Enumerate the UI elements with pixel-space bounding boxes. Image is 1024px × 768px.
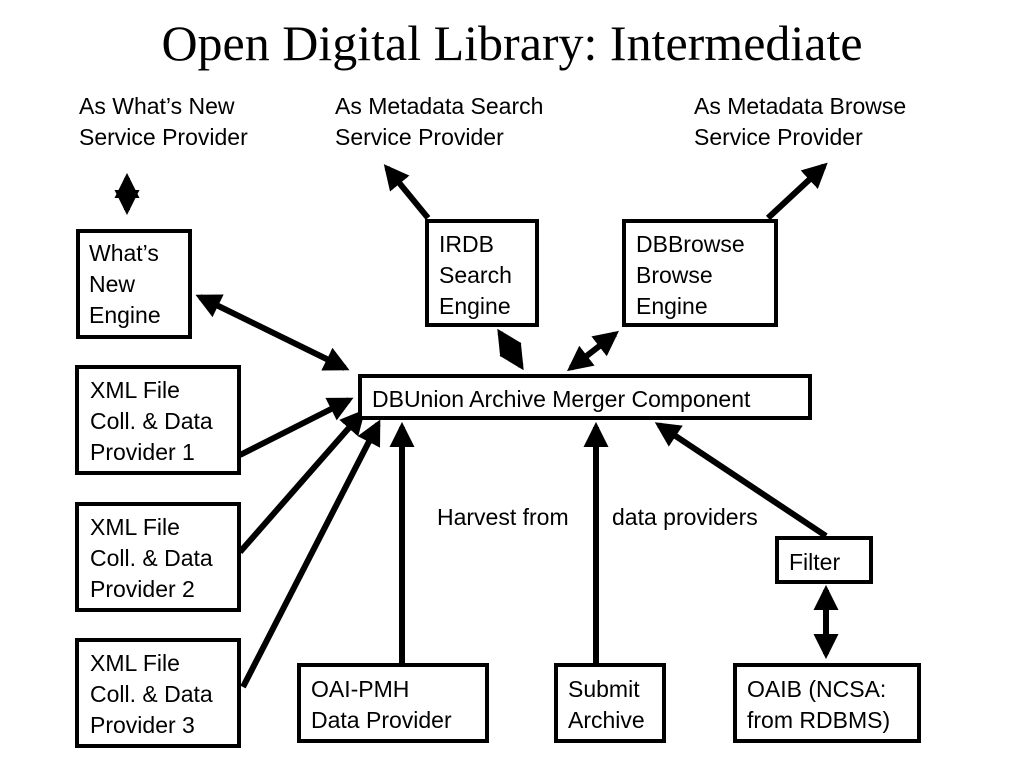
xml-provider-3-box: XML File Coll. & Data Provider 3 (75, 638, 241, 748)
label-line: As Metadata Browse (694, 93, 907, 119)
box-line: Coll. & Data (90, 408, 213, 434)
submit-archive-box: Submit Archive (554, 663, 666, 743)
arrow-dbbrowse-dbunion (567, 330, 619, 372)
harvest-from-label: Harvest from (437, 504, 569, 530)
box-line: Provider 3 (90, 712, 195, 738)
arrow-xml1-dbunion (238, 397, 354, 458)
box-line: from RDBMS) (747, 707, 891, 733)
box-line: What’s (89, 240, 159, 266)
box-line: XML File (90, 514, 180, 540)
box-line: XML File (90, 377, 180, 403)
arrow-xml3-dbunion (240, 419, 381, 689)
box-line: Engine (636, 293, 708, 319)
oai-pmh-provider-box: OAI-PMH Data Provider (297, 663, 489, 743)
xml-provider-2-box: XML File Coll. & Data Provider 2 (75, 502, 241, 612)
box-line: Provider 1 (90, 439, 195, 465)
dbunion-merger-box: DBUnion Archive Merger Component (358, 374, 812, 420)
box-line: DBBrowse (636, 231, 745, 257)
irdb-search-engine-box: IRDB Search Engine (425, 219, 539, 327)
box-line: OAIB (NCSA: (747, 676, 887, 702)
xml-provider-1-box: XML File Coll. & Data Provider 1 (75, 365, 241, 475)
arrow-dbbrowse-to-browse-service (765, 162, 828, 221)
box-line: Submit (568, 676, 640, 702)
box-line: Engine (89, 302, 161, 328)
dbbrowse-engine-box: DBBrowse Browse Engine (622, 219, 778, 327)
box-line: Data Provider (311, 707, 452, 733)
data-providers-label: data providers (612, 504, 758, 530)
box-line: IRDB (439, 231, 494, 257)
arrow-irdb-dbunion (497, 328, 524, 371)
label-metadata-browse-service: As Metadata Browse Service Provider (694, 91, 906, 153)
box-line: XML File (90, 650, 180, 676)
box-line: Search (439, 262, 512, 288)
label-line: Service Provider (694, 124, 863, 150)
oaib-ncsa-box: OAIB (NCSA: from RDBMS) (733, 663, 921, 743)
box-line: Filter (789, 549, 841, 575)
box-line: New (89, 271, 136, 297)
label-line: As Metadata Search (335, 93, 544, 119)
label-line: As What’s New (79, 93, 235, 119)
box-line: DBUnion Archive Merger Component (372, 386, 751, 412)
page-title: Open Digital Library: Intermediate (161, 15, 863, 71)
arrow-filter-dbunion (654, 422, 828, 539)
box-line: Coll. & Data (90, 545, 213, 571)
arrow-irdb-to-search-service (383, 164, 431, 220)
box-line: Engine (439, 293, 511, 319)
label-metadata-search-service: As Metadata Search Service Provider (335, 91, 543, 153)
label-whats-new-service: As What’s New Service Provider (79, 91, 248, 153)
arrow-xml2-dbunion (237, 409, 366, 554)
filter-box: Filter (775, 536, 873, 584)
box-line: OAI-PMH (311, 676, 410, 702)
box-line: Browse (636, 262, 713, 288)
box-line: Provider 2 (90, 576, 195, 602)
label-line: Service Provider (335, 124, 504, 150)
box-line: Archive (568, 707, 645, 733)
arrow-whatsnew-dbunion (195, 294, 350, 371)
box-line: Coll. & Data (90, 681, 213, 707)
whats-new-engine-box: What’s New Engine (76, 229, 192, 339)
label-line: Service Provider (79, 124, 248, 150)
